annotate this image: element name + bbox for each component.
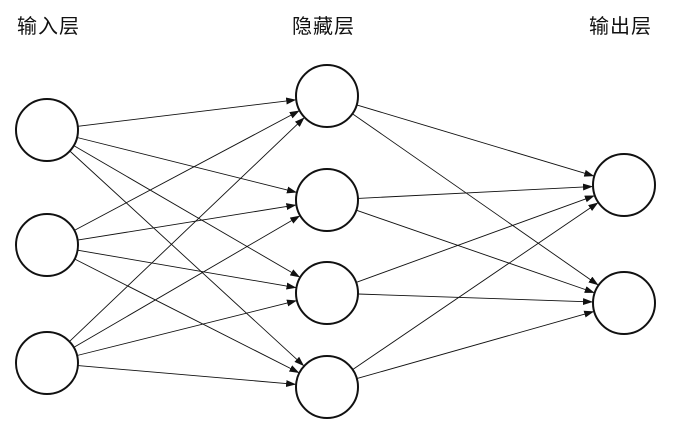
- edge-input-to-hidden-3-2: [73, 215, 301, 348]
- input-node-1: [15, 98, 79, 162]
- hidden-node-2: [295, 168, 359, 232]
- hidden-node-3: [295, 261, 359, 325]
- edge-input-to-hidden-1-1: [77, 97, 297, 127]
- edge-input-to-hidden-3-3: [76, 299, 297, 356]
- edge-hidden-to-output-3-1: [355, 195, 595, 283]
- edge-input-to-hidden-1-2: [76, 137, 297, 194]
- edge-hidden-to-output-1-2: [352, 113, 599, 286]
- input-layer-label: 输入层: [17, 14, 80, 38]
- output-layer-label: 输出层: [589, 14, 652, 38]
- edge-hidden-to-output-1-1: [356, 104, 595, 177]
- hidden-node-1: [295, 64, 359, 128]
- edge-hidden-to-output-3-2: [357, 293, 593, 306]
- edge-hidden-to-output-4-1: [352, 202, 599, 370]
- hidden-layer-label: 隐藏层: [292, 14, 355, 38]
- edge-input-to-hidden-3-1: [69, 117, 305, 342]
- edge-input-to-hidden-3-4: [77, 365, 297, 388]
- edge-input-to-hidden-2-4: [74, 258, 300, 373]
- input-node-2: [15, 213, 79, 277]
- edge-input-to-hidden-1-3: [73, 145, 301, 278]
- edge-input-to-hidden-2-3: [77, 249, 297, 290]
- edge-hidden-to-output-4-2: [356, 310, 595, 380]
- edge-input-to-hidden-1-4: [69, 150, 305, 367]
- edge-input-to-hidden-2-2: [77, 203, 297, 241]
- edge-hidden-to-output-2-1: [357, 183, 593, 199]
- edge-hidden-to-output-2-2: [356, 209, 595, 293]
- neurons-group: [15, 64, 656, 419]
- connections-group: [69, 97, 599, 388]
- input-node-3: [15, 331, 79, 395]
- edge-input-to-hidden-2-1: [74, 110, 300, 231]
- output-node-2: [592, 271, 656, 335]
- hidden-node-4: [295, 355, 359, 419]
- output-node-1: [592, 153, 656, 217]
